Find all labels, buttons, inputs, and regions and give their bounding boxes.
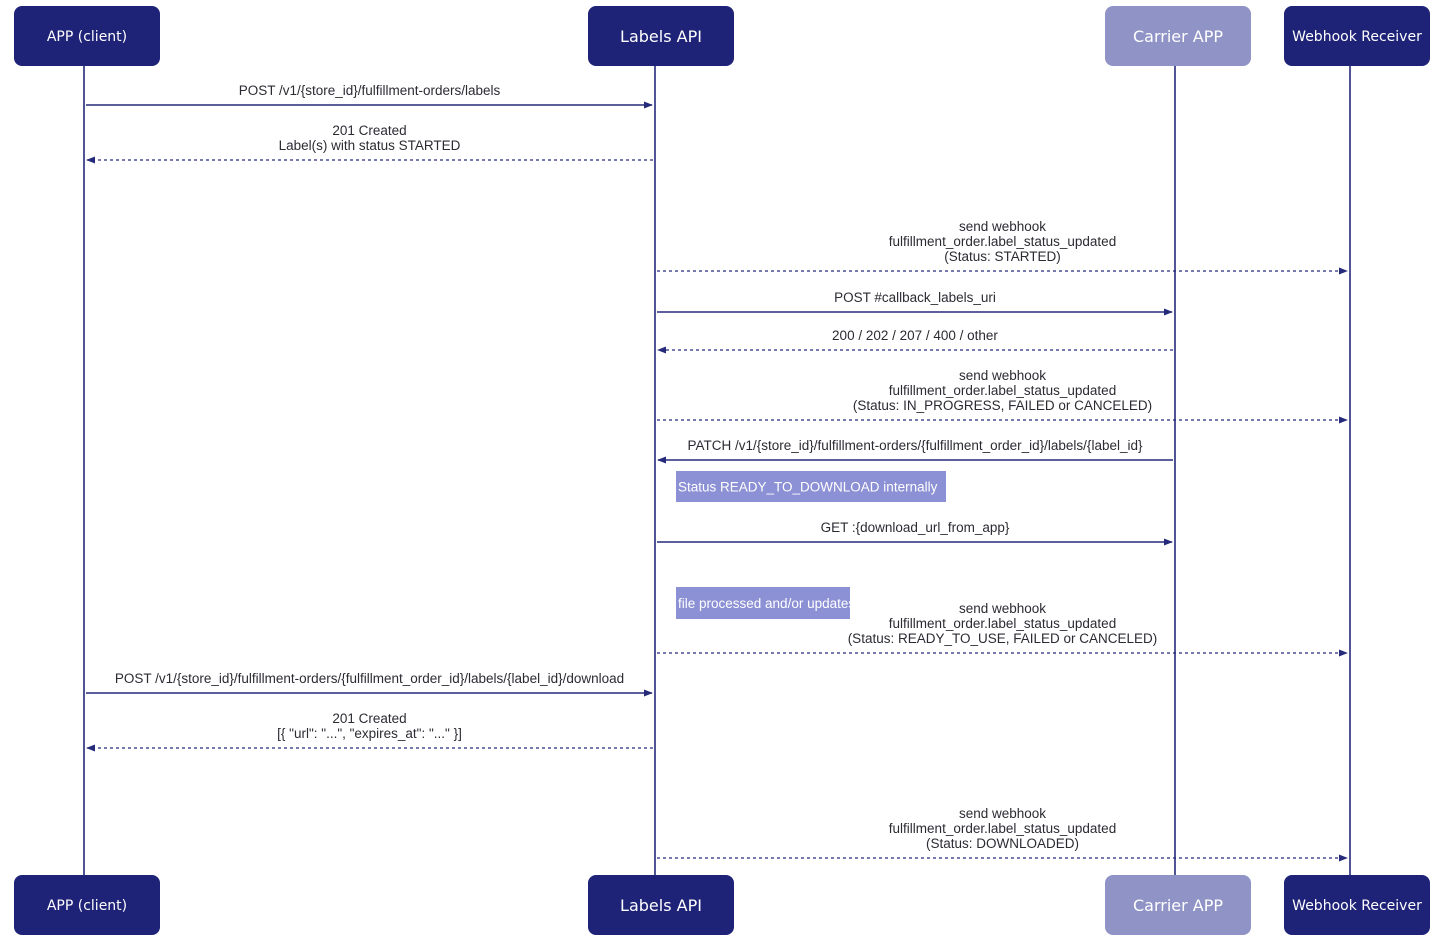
participant-webhook-top: Webhook Receiver bbox=[1284, 6, 1430, 66]
participant-app-bottom: APP (client) bbox=[14, 875, 160, 935]
participant-labels-top: Labels API bbox=[588, 6, 734, 66]
message-label: send webhook bbox=[959, 219, 1046, 234]
message-label: (Status: READY_TO_USE, FAILED or CANCELE… bbox=[848, 631, 1158, 646]
message-label: fulfillment_order.label_status_updated bbox=[889, 821, 1116, 836]
participant-label: Webhook Receiver bbox=[1292, 29, 1422, 45]
message-1: POST /v1/{store_id}/fulfillment-orders/l… bbox=[86, 83, 653, 109]
participant-app-top: APP (client) bbox=[14, 6, 160, 66]
message-4: POST #callback_labels_uri bbox=[657, 290, 1173, 316]
participant-label: Carrier APP bbox=[1133, 27, 1223, 46]
participant-carrier-bottom: Carrier APP bbox=[1105, 875, 1251, 935]
participant-labels-bottom: Labels API bbox=[588, 875, 734, 935]
participant-label: Carrier APP bbox=[1133, 896, 1223, 915]
message-label: send webhook bbox=[959, 368, 1046, 383]
message-label: POST /v1/{store_id}/fulfillment-orders/{… bbox=[115, 671, 624, 686]
message-label: GET :{download_url_from_app} bbox=[821, 520, 1010, 535]
message-5: 200 / 202 / 207 / 400 / other bbox=[657, 328, 1173, 354]
participant-box bbox=[588, 6, 734, 66]
message-8: GET :{download_url_from_app} bbox=[657, 520, 1173, 546]
message-label: POST /v1/{store_id}/fulfillment-orders/l… bbox=[239, 83, 501, 98]
message-label: POST #callback_labels_uri bbox=[834, 290, 996, 305]
note-text: file processed and/or updates bbox=[678, 596, 855, 611]
message-label: fulfillment_order.label_status_updated bbox=[889, 234, 1116, 249]
message-10: POST /v1/{store_id}/fulfillment-orders/{… bbox=[86, 671, 653, 697]
participant-box bbox=[14, 6, 160, 66]
note-1: Status READY_TO_DOWNLOAD internally bbox=[676, 471, 946, 502]
participant-box bbox=[1284, 875, 1430, 935]
message-11: 201 Created[{ "url": "...", "expires_at"… bbox=[86, 711, 653, 752]
message-label: fulfillment_order.label_status_updated bbox=[889, 616, 1116, 631]
participant-box bbox=[14, 875, 160, 935]
message-3: send webhookfulfillment_order.label_stat… bbox=[657, 219, 1348, 275]
message-label: 200 / 202 / 207 / 400 / other bbox=[832, 328, 998, 343]
participant-label: APP (client) bbox=[47, 898, 127, 914]
message-9: send webhookfulfillment_order.label_stat… bbox=[657, 601, 1348, 657]
participant-box bbox=[1284, 6, 1430, 66]
message-6: send webhookfulfillment_order.label_stat… bbox=[657, 368, 1348, 424]
message-7: PATCH /v1/{store_id}/fulfillment-orders/… bbox=[657, 438, 1173, 464]
note-text: Status READY_TO_DOWNLOAD internally bbox=[678, 480, 938, 495]
message-label: send webhook bbox=[959, 601, 1046, 616]
participant-label: Labels API bbox=[620, 896, 702, 915]
note-box bbox=[676, 471, 946, 502]
participant-label: Labels API bbox=[620, 27, 702, 46]
message-label: (Status: STARTED) bbox=[944, 249, 1061, 264]
message-12: send webhookfulfillment_order.label_stat… bbox=[657, 806, 1348, 862]
message-label: send webhook bbox=[959, 806, 1046, 821]
participant-label: Webhook Receiver bbox=[1292, 898, 1422, 914]
participant-carrier-top: Carrier APP bbox=[1105, 6, 1251, 66]
message-label: fulfillment_order.label_status_updated bbox=[889, 383, 1116, 398]
participant-box bbox=[1105, 6, 1251, 66]
message-label: (Status: IN_PROGRESS, FAILED or CANCELED… bbox=[853, 398, 1152, 413]
participant-box bbox=[588, 875, 734, 935]
note-2: file processed and/or updates bbox=[676, 587, 855, 619]
note-box bbox=[676, 587, 850, 619]
message-label: PATCH /v1/{store_id}/fulfillment-orders/… bbox=[688, 438, 1143, 453]
message-label: 201 Created bbox=[332, 123, 406, 138]
message-label: (Status: DOWNLOADED) bbox=[926, 836, 1079, 851]
participant-label: APP (client) bbox=[47, 29, 127, 45]
participant-box bbox=[1105, 875, 1251, 935]
message-label: Label(s) with status STARTED bbox=[279, 138, 461, 153]
message-label: 201 Created bbox=[332, 711, 406, 726]
message-label: [{ "url": "...", "expires_at": "..." }] bbox=[277, 726, 462, 741]
participant-webhook-bottom: Webhook Receiver bbox=[1284, 875, 1430, 935]
